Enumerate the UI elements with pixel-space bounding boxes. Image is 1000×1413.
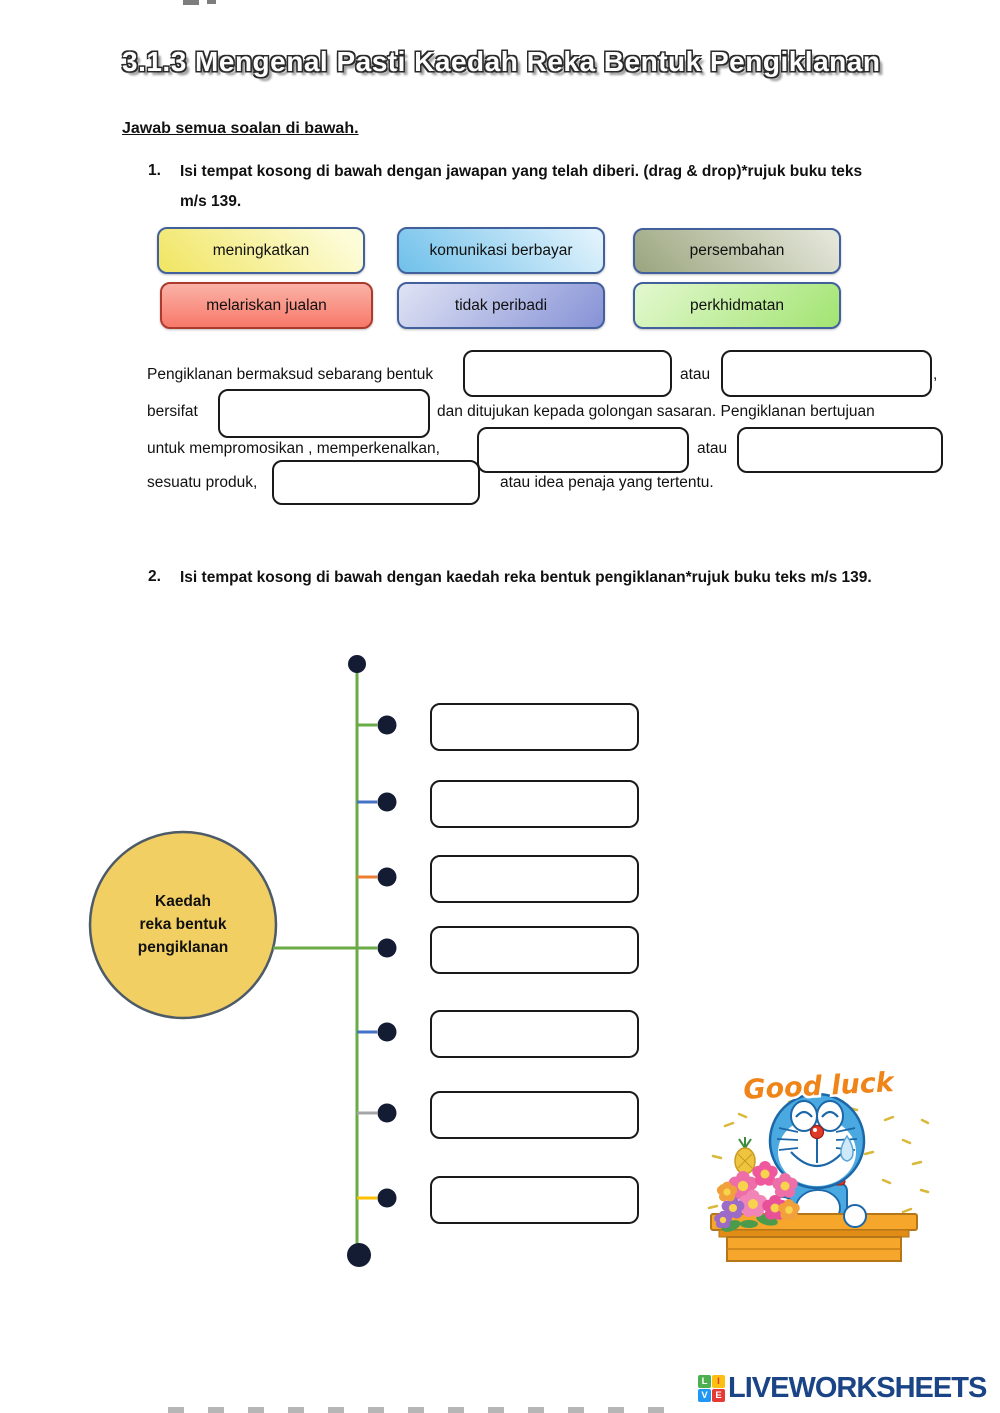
fill-blank-6[interactable] — [272, 460, 480, 505]
logo-square-v: V — [698, 1389, 711, 1402]
good-luck-text: Good luck — [743, 1068, 897, 1106]
branch-node-6 — [377, 1103, 397, 1123]
desk — [710, 1213, 918, 1262]
word-bank-item-tidak-peribadi[interactable]: tidak peribadi — [397, 282, 605, 329]
branch-node-2 — [377, 792, 397, 812]
word-bank-item-komunikasi-berbayar[interactable]: komunikasi berbayar — [397, 227, 605, 274]
brand-wordmark: LIVEWORKSHEETS — [728, 1372, 987, 1404]
paragraph-text: , — [933, 366, 938, 383]
word-bank-item-perkhidmatan[interactable]: perkhidmatan — [633, 282, 841, 329]
fill-blank-4[interactable] — [477, 427, 689, 473]
page-edge-artifact — [183, 0, 199, 5]
branch-node-4 — [377, 938, 397, 958]
paragraph-text: Pengiklanan bermaksud sebarang bentuk — [147, 366, 434, 383]
question1-number: 1. — [148, 162, 161, 179]
trunk-bottom-node — [347, 1243, 371, 1267]
fill-blank-2[interactable] — [721, 350, 932, 397]
instruction-line: Jawab semua soalan di bawah. — [122, 120, 359, 137]
liveworksheets-logo[interactable]: L I V E LIVEWORKSHEETS — [698, 1372, 987, 1405]
topic-label-line3: pengiklanan — [137, 939, 229, 956]
page-title: 3.1.3 Mengenal Pasti Kaedah Reka Bentuk … — [122, 46, 881, 77]
topic-label-line1: Kaedah — [155, 893, 211, 910]
branch-node-7 — [377, 1188, 397, 1208]
logo-squares: L I V E — [698, 1375, 725, 1402]
question2-text: Isi tempat kosong di bawah dengan kaedah… — [180, 569, 872, 586]
question2-number: 2. — [148, 568, 161, 585]
word-bank-item-melariskan-jualan[interactable]: melariskan jualan — [160, 282, 373, 329]
fill-blank-3[interactable] — [218, 389, 430, 438]
logo-square-e: E — [712, 1389, 725, 1402]
topic-circle-label: Kaedah reka bentuk pengiklanan — [102, 890, 264, 959]
topic-label-line2: reka bentuk — [139, 916, 227, 933]
doraemon-character — [768, 1092, 866, 1228]
page-edge-artifact — [207, 0, 216, 4]
paragraph-text: atau idea penaja yang tertentu. — [500, 474, 714, 491]
diagram-answer-box-5[interactable] — [430, 1010, 639, 1058]
diagram-answer-box-1[interactable] — [430, 703, 639, 751]
diagram-answer-box-3[interactable] — [430, 855, 639, 903]
diagram-answer-box-7[interactable] — [430, 1176, 639, 1224]
doraemon-hand — [843, 1204, 867, 1228]
branch-node-5 — [377, 1022, 397, 1042]
trunk-top-node — [348, 655, 366, 673]
question1-text: Isi tempat kosong di bawah dengan jawapa… — [180, 163, 863, 210]
logo-square-i: I — [712, 1375, 725, 1388]
diagram-answer-box-4[interactable] — [430, 926, 639, 974]
topic-circle — [88, 830, 278, 1020]
branch-node-1 — [377, 715, 397, 735]
paragraph-text: atau — [697, 440, 728, 457]
pineapple — [734, 1137, 756, 1175]
paragraph-text: atau — [680, 366, 711, 383]
mind-map-diagram — [88, 655, 397, 1267]
diagram-answer-box-2[interactable] — [430, 780, 639, 828]
diagram-answer-box-6[interactable] — [430, 1091, 639, 1139]
fill-blank-5[interactable] — [737, 427, 943, 473]
page-edge-artifact — [168, 1407, 683, 1413]
paragraph-text: bersifat — [147, 403, 198, 420]
paragraph-text: dan ditujukan kepada golongan sasaran. P… — [437, 403, 875, 420]
good-luck-sticker: Good luck — [707, 1068, 930, 1262]
flower-bouquet — [714, 1137, 800, 1232]
word-bank-item-persembahan[interactable]: persembahan — [633, 228, 841, 274]
paragraph-text: untuk mempromosikan , memperkenalkan, — [147, 440, 440, 457]
fill-blank-1[interactable] — [463, 350, 672, 397]
word-bank-item-meningkatkan[interactable]: meningkatkan — [157, 227, 365, 274]
paragraph-text: sesuatu produk, — [147, 474, 258, 491]
branch-node-3 — [377, 867, 397, 887]
tear-drop — [840, 1134, 854, 1162]
logo-square-l: L — [698, 1375, 711, 1388]
